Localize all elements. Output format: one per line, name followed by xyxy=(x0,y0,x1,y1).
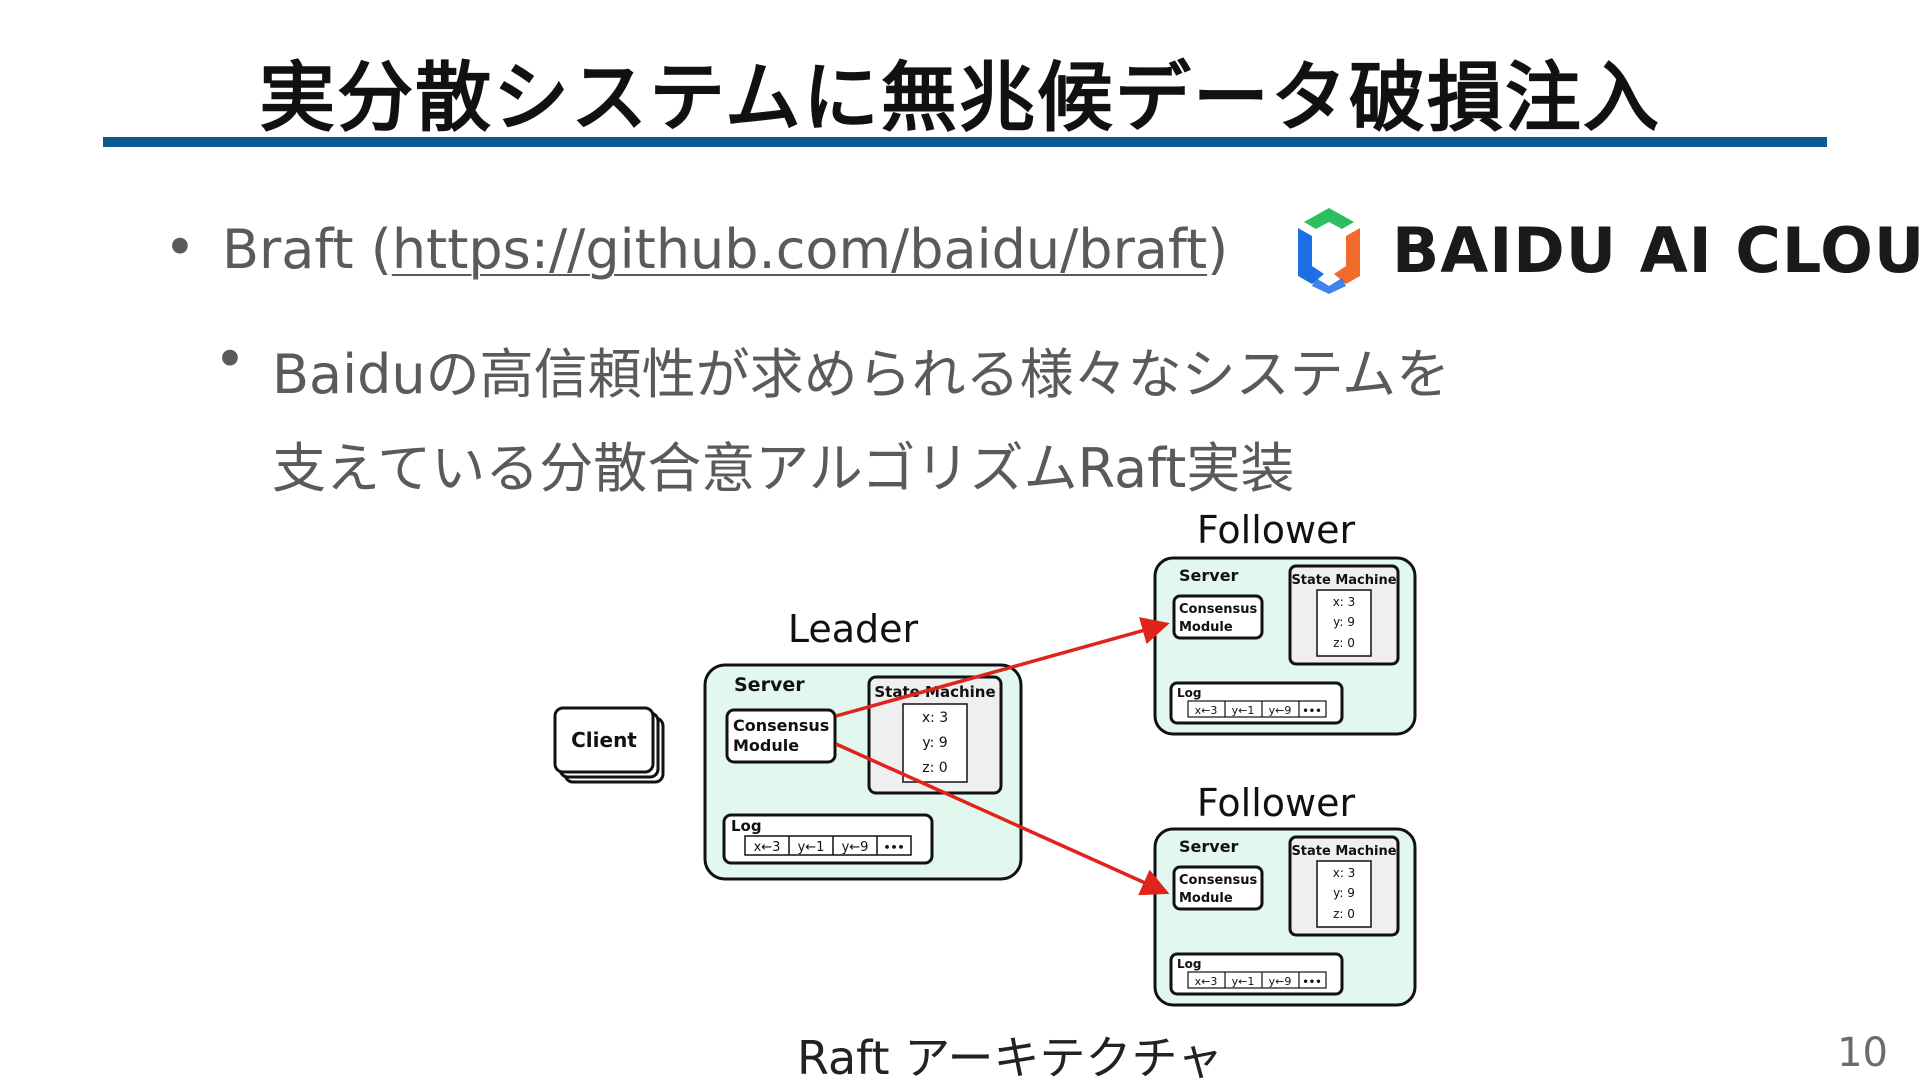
bullet-braft-suffix: ) xyxy=(1207,218,1229,281)
diagram-caption: Raft アーキテクチャ xyxy=(797,1031,1223,1085)
follower2-log-label: Log xyxy=(1177,957,1201,971)
title-divider xyxy=(103,137,1827,147)
log-entry: y←9 xyxy=(842,840,869,855)
log-entry: x←3 xyxy=(1195,975,1218,988)
follower2-consensus-label1: Consensus xyxy=(1179,873,1258,888)
slide-title: 実分散システムに無兆候データ破損注入 xyxy=(259,53,1661,142)
follower1-sm-y: y: 9 xyxy=(1333,615,1355,629)
baidu-ai-cloud-logo-icon xyxy=(1298,208,1360,294)
follower2-state-machine-label: State Machine xyxy=(1291,844,1396,859)
bullet-baidu-line1: • Baiduの高信頼性が求められる様々なシステムを xyxy=(214,328,1451,409)
replication-arrow-follower1 xyxy=(835,617,1170,718)
log-entry-ellipsis: ••• xyxy=(883,841,904,854)
baidu-ai-cloud-logo-text: BAIDU AI CLOUD xyxy=(1392,214,1920,287)
leader-role-label: Leader xyxy=(788,607,919,651)
leader-sm-z: z: 0 xyxy=(922,760,947,776)
leader-log-entries: x←3 y←1 y←9 ••• xyxy=(744,835,912,856)
log-entry: y←1 xyxy=(798,840,825,855)
bullet-dot: • xyxy=(214,328,246,391)
client-node: Client xyxy=(553,706,665,784)
bullet-baidu-line2: 支えている分散合意アルゴリズムRaft実装 xyxy=(272,424,1294,503)
follower1-log-entries: x←3 y←1 y←9 ••• xyxy=(1187,700,1327,718)
leader-sm-y: y: 9 xyxy=(922,735,947,751)
follower2-sm-y: y: 9 xyxy=(1333,886,1355,900)
leader-sm-x: x: 3 xyxy=(922,710,948,726)
follower2-server-label: Server xyxy=(1179,837,1239,856)
log-entry-ellipsis: ••• xyxy=(1302,977,1321,988)
follower1-consensus-label1: Consensus xyxy=(1179,602,1258,617)
leader-log-label: Log xyxy=(731,817,762,835)
follower1-role-label: Follower xyxy=(1197,508,1356,552)
leader-consensus-label1: Consensus xyxy=(733,716,829,735)
follower1-sm-z: z: 0 xyxy=(1333,636,1355,650)
log-entry: x←3 xyxy=(754,840,781,855)
log-entry-ellipsis: ••• xyxy=(1302,706,1321,717)
braft-github-link[interactable]: https://github.com/baidu/braft xyxy=(391,218,1208,281)
follower1-server-label: Server xyxy=(1179,566,1239,585)
leader-consensus-label2: Module xyxy=(733,736,799,755)
follower1-sm-x: x: 3 xyxy=(1333,595,1356,609)
follower1-node: Follower Server Consensus Module State M… xyxy=(1153,508,1417,736)
bullet-baidu-text2: 支えている分散合意アルゴリズムRaft実装 xyxy=(272,437,1295,500)
replication-arrow-follower2 xyxy=(835,742,1170,896)
bullet-braft-prefix: Braft ( xyxy=(222,218,392,281)
log-entry: y←9 xyxy=(1269,704,1292,717)
follower1-state-machine-label: State Machine xyxy=(1291,573,1396,588)
follower1-consensus-label2: Module xyxy=(1179,620,1233,635)
client-label: Client xyxy=(571,728,637,752)
log-entry: y←1 xyxy=(1232,704,1255,717)
log-entry: x←3 xyxy=(1195,704,1218,717)
log-entry: y←1 xyxy=(1232,975,1255,988)
leader-server-label: Server xyxy=(734,674,805,696)
follower2-node: Follower Server Consensus Module State M… xyxy=(1153,781,1417,1007)
bullet-baidu-text1: Baiduの高信頼性が求められる様々なシステムを xyxy=(272,343,1451,406)
page-number: 10 xyxy=(1837,1030,1888,1076)
leader-state-machine-label: State Machine xyxy=(874,683,995,701)
follower2-sm-z: z: 0 xyxy=(1333,907,1355,921)
follower2-consensus-label2: Module xyxy=(1179,891,1233,906)
log-entry: y←9 xyxy=(1269,975,1292,988)
follower2-role-label: Follower xyxy=(1197,781,1356,825)
bullet-braft: • Braft (https://github.com/baidu/braft) xyxy=(164,216,1229,281)
follower2-sm-x: x: 3 xyxy=(1333,866,1356,880)
follower2-log-entries: x←3 y←1 y←9 ••• xyxy=(1187,971,1327,989)
bullet-dot: • xyxy=(164,216,196,279)
leader-node: Leader Server Consensus Module State Mac… xyxy=(703,607,1023,881)
follower1-log-label: Log xyxy=(1177,686,1201,700)
